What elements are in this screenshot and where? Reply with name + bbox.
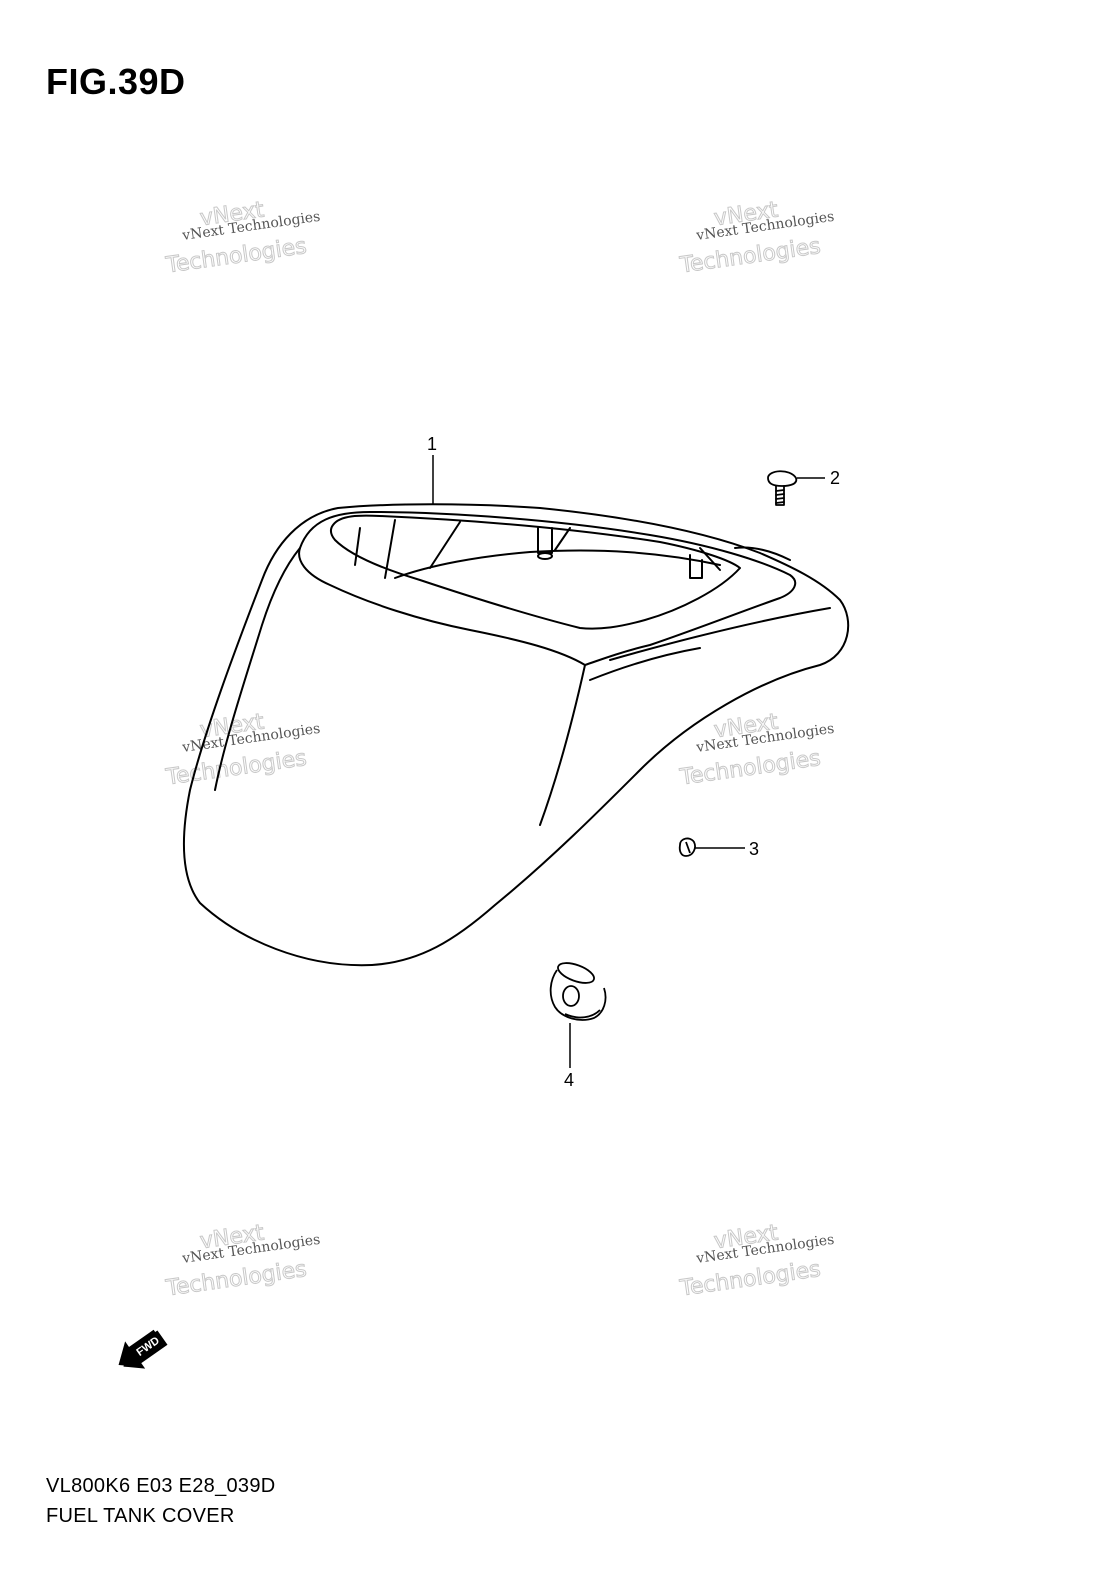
cover-lip: [734, 546, 791, 561]
callout-1: 1: [427, 434, 437, 454]
model-code: VL800K6 E03 E28_039D: [46, 1475, 276, 1497]
part-fuel-tank-cover: [183, 503, 850, 967]
cover-boss: [537, 527, 553, 554]
grommet-base-ring: [564, 1009, 601, 1019]
figure-footer: VL800K6 E03 E28_039D FUEL TANK COVER: [46, 1471, 276, 1531]
screw-head: [767, 470, 798, 487]
cover-crease-right: [609, 607, 831, 661]
fwd-arrow-icon: FWD: [118, 1329, 168, 1369]
cover-boss: [689, 554, 703, 579]
cover-crease-right-low: [589, 647, 701, 681]
screw-thread: [775, 489, 785, 504]
grommet-top: [557, 962, 595, 984]
cover-outline: [183, 503, 850, 967]
clip-slot: [685, 841, 691, 854]
cover-opening: [329, 514, 741, 630]
part-screw: [767, 470, 798, 506]
callout-3: 3: [749, 839, 759, 859]
cover-opening-floor: [394, 549, 721, 579]
watermark-bottom-left: vNext vNext Technologies Technologies: [163, 1220, 321, 1302]
cover-wall-line: [354, 527, 361, 566]
watermark-bottom-right: vNext vNext Technologies Technologies: [677, 1220, 835, 1302]
cover-wall-line: [699, 547, 721, 571]
part-grommet: [549, 962, 607, 1021]
cover-boss-tip: [537, 552, 553, 560]
part-clip: [678, 837, 696, 857]
part-group-title: FUEL TANK COVER: [46, 1505, 235, 1527]
grommet-hole: [562, 985, 580, 1007]
callout-2: 2: [830, 468, 840, 488]
cover-inner-rim: [298, 511, 797, 666]
cover-wall-line: [429, 521, 461, 569]
watermark-mid-right: vNext vNext Technologies Technologies: [677, 709, 835, 791]
callout-4: 4: [564, 1070, 574, 1090]
figure-title: FIG.39D: [46, 61, 186, 102]
cover-wall-line: [384, 519, 396, 579]
clip-body: [678, 837, 696, 857]
grommet-body: [549, 969, 607, 1021]
leader-lines: [432, 455, 825, 1068]
watermark-top-left: vNext vNext Technologies Technologies: [163, 197, 321, 279]
cover-crease-left: [214, 547, 301, 791]
watermark-mid-left: vNext vNext Technologies Technologies: [163, 709, 321, 791]
watermark-top-right: vNext vNext Technologies Technologies: [677, 197, 835, 279]
cover-wall-line: [554, 527, 571, 551]
cover-crease-center: [539, 664, 586, 826]
